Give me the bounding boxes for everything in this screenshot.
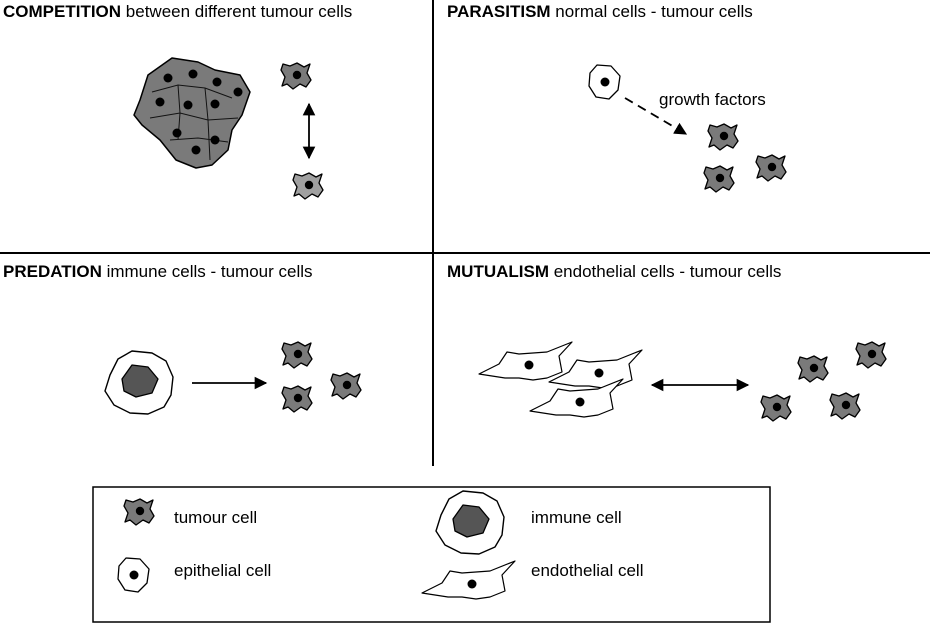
competition-keyword: COMPETITION [3,2,122,21]
parasitism-description: normal cells - tumour cells [550,2,753,21]
legend-immune-cell-label: immune cell [531,508,622,527]
parasitism-tumour-cell-3 [755,154,787,182]
mutualism-tumour-cell-4 [829,392,861,420]
legend-tumour-cell-icon [123,498,155,526]
predation-tumour-cell-3 [330,372,362,400]
predation-tumour-cell-1 [281,341,313,369]
mutualism-endothelial-cell-1 [478,341,573,381]
parasitism-tumour-cell-2 [703,165,735,193]
competition-description: between different tumour cells [121,2,353,21]
parasitism-title: PARASITISM normal cells - tumour cells [447,2,753,22]
parasitism-epithelial-cell [588,64,621,100]
competition-tumour-cell-light [292,172,324,200]
predation-title: PREDATION immune cells - tumour cells [3,262,313,282]
mutualism-keyword: MUTUALISM [447,262,549,281]
predation-tumour-cell-2 [281,385,313,413]
mutualism-tumour-cell-3 [760,394,792,422]
competition-tumour-cluster [133,57,251,169]
predation-description: immune cells - tumour cells [101,262,313,281]
growth-factors-label: growth factors [659,90,766,109]
mutualism-tumour-cell-1 [797,355,829,383]
legend-endothelial-cell-label: endothelial cell [531,561,644,580]
competition-title: COMPETITION between different tumour cel… [3,2,352,22]
legend-tumour-cell-label: tumour cell [174,508,258,527]
legend-box [92,486,771,623]
predation-keyword: PREDATION [3,262,102,281]
growth-factors-arrow [624,97,688,135]
competition-tumour-cell-dark [280,62,312,90]
parasitism-keyword: PARASITISM [447,2,551,21]
predation-immune-cell [104,350,174,415]
mutualism-tumour-cell-2 [855,341,887,369]
parasitism-tumour-cell-1 [707,123,739,151]
legend-epithelial-cell-label: epithelial cell [174,561,272,580]
mutualism-title: MUTUALISM endothelial cells - tumour cel… [447,262,781,282]
mutualism-endothelial-cell-2 [548,349,643,389]
mutualism-description: endothelial cells - tumour cells [548,262,782,281]
